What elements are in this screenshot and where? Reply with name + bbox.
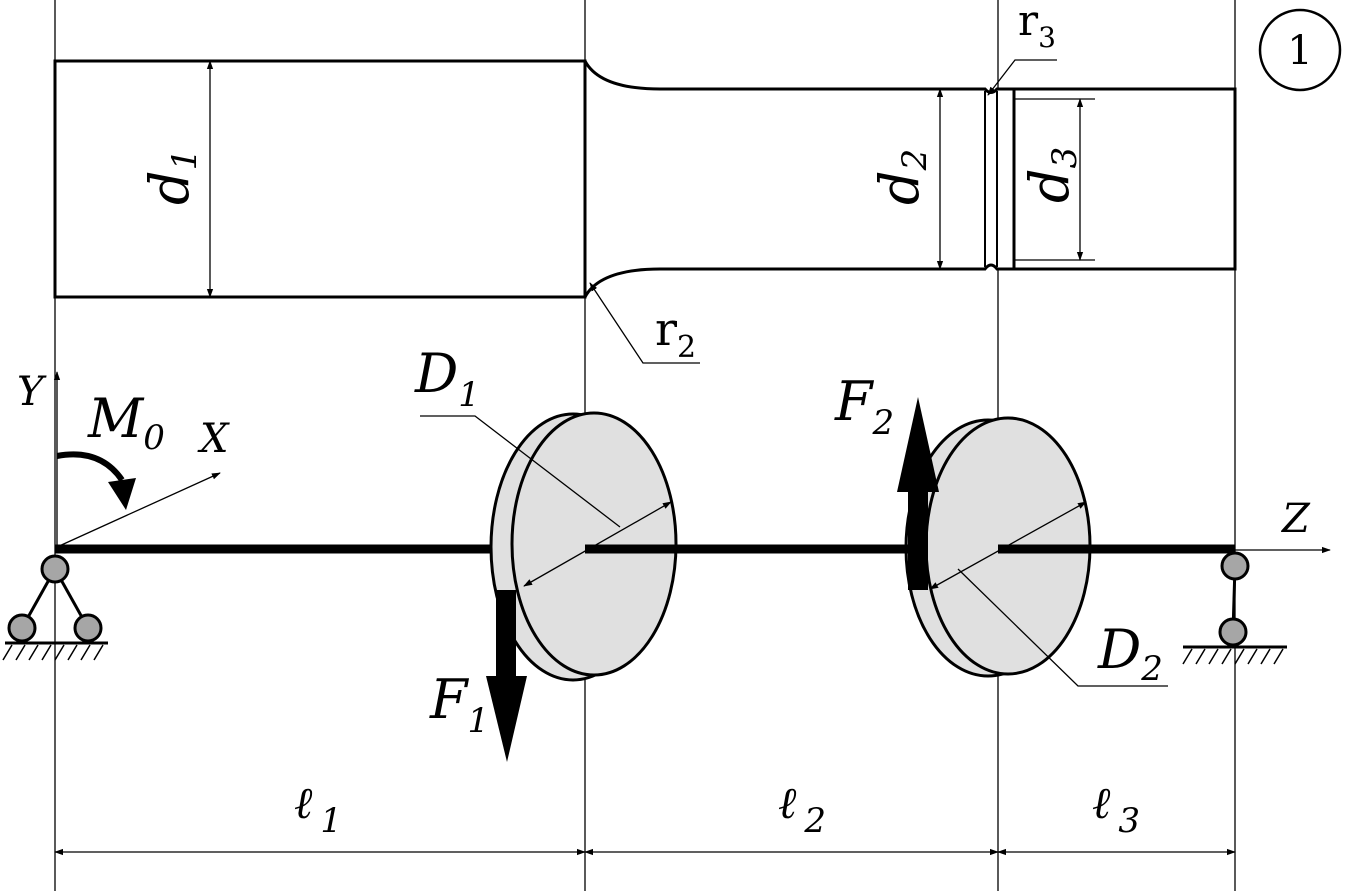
moment-m0-arrow [56, 451, 125, 482]
r2-label: r2 [655, 302, 696, 365]
r2-leader [589, 282, 700, 364]
D2-leader [957, 568, 1168, 687]
y-axis-label: Y [17, 369, 47, 415]
x-axis [56, 472, 221, 548]
x-axis-label: X [197, 416, 230, 462]
r3-leader [987, 59, 1057, 96]
shaft-section-d1 [53, 59, 587, 299]
f1-label: F1 [429, 668, 489, 741]
sheet-number: 1 [1287, 28, 1312, 74]
D2-dimension-line [929, 501, 1087, 590]
sheet-number-circle [1258, 8, 1342, 92]
m0-label: M0 [87, 387, 165, 458]
left-pin-support [2, 554, 108, 661]
force-f2-arrow [897, 397, 939, 590]
D1-leader [420, 415, 621, 528]
shaft-section-d3 [1012, 87, 1237, 271]
d3-label: d3 [1018, 147, 1085, 203]
right-roller-support [1182, 551, 1287, 665]
f2-label: F2 [834, 370, 894, 443]
stepped-shaft [53, 59, 1237, 299]
r3-label: r3 [1018, 0, 1056, 54]
z-axis-label: Z [1280, 496, 1311, 542]
d2-label: d2 [868, 149, 935, 205]
D2-label: D2 [1097, 618, 1163, 689]
shaft-section-d2 [583, 60, 1016, 298]
d1-label: d1 [138, 149, 205, 205]
D1-label: D1 [414, 342, 480, 415]
force-f1-arrow [486, 590, 527, 762]
moment-m0-arrowhead [108, 478, 136, 510]
D1-dimension-line [523, 501, 672, 587]
